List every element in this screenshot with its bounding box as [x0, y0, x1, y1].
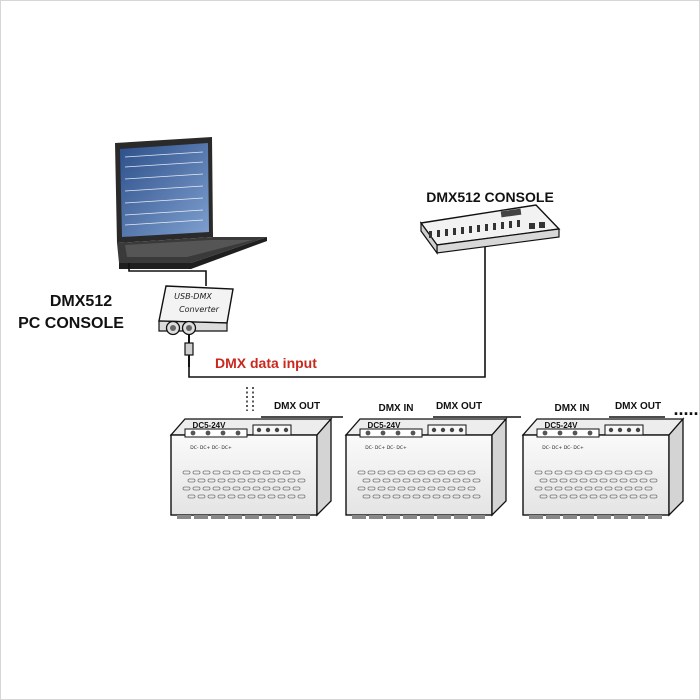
continuation-dots: .....	[673, 399, 698, 419]
decoder-1-power-label: DC5-24V	[193, 421, 227, 430]
decoder-1-dmx-out-label: DMX OUT	[274, 401, 320, 412]
decoder-3-dmx-out-label: DMX OUT	[615, 401, 661, 412]
converter-label-top: USB-DMX	[174, 292, 212, 301]
dmx-data-input-label: DMX data input	[215, 355, 317, 371]
decoder-units: DC5-24V DC- DC+ DC- DC+ DMX OUT DC5-24V DC- …	[169, 401, 685, 519]
decoder-3-power-label: DC5-24V	[545, 421, 579, 430]
dmx-console-icon	[419, 204, 561, 255]
pc-console-label-line2: PC CONSOLE	[18, 315, 124, 332]
laptop-icon	[115, 137, 267, 269]
decoder-2-terminal-label: DC- DC+ DC- DC+	[365, 445, 407, 451]
decoder-1-terminal-label: DC- DC+ DC- DC+	[190, 445, 232, 451]
decoder-3-dmx-in-label: DMX IN	[555, 403, 590, 414]
decoder-unit-1: DC5-24V DC- DC+ DC- DC+ DMX OUT	[169, 401, 333, 519]
dmx-console-label: DMX512 CONSOLE	[426, 189, 554, 205]
usb-cable	[128, 263, 207, 286]
usb-dmx-converter: USB-DMX Converter	[158, 285, 234, 336]
converter-label-bottom: Converter	[179, 305, 220, 314]
dmx-signal-wiring	[188, 247, 665, 418]
decoder-3-terminal-label: DC- DC+ DC- DC+	[542, 445, 584, 451]
decoder-2-dmx-out-label: DMX OUT	[436, 401, 482, 412]
xlr-plug-icon	[184, 334, 194, 367]
decoder-2-dmx-in-label: DMX IN	[379, 403, 414, 414]
decoder-unit-2: DC5-24V DC- DC+ DC- DC+ DMX IN DMX OUT	[344, 401, 508, 519]
decoder-2-power-label: DC5-24V	[368, 421, 402, 430]
decoder-unit-3: DC5-24V DC- DC+ DC- DC+ DMX IN DMX OUT	[521, 401, 685, 519]
pc-console-label-line1: DMX512	[50, 293, 112, 310]
